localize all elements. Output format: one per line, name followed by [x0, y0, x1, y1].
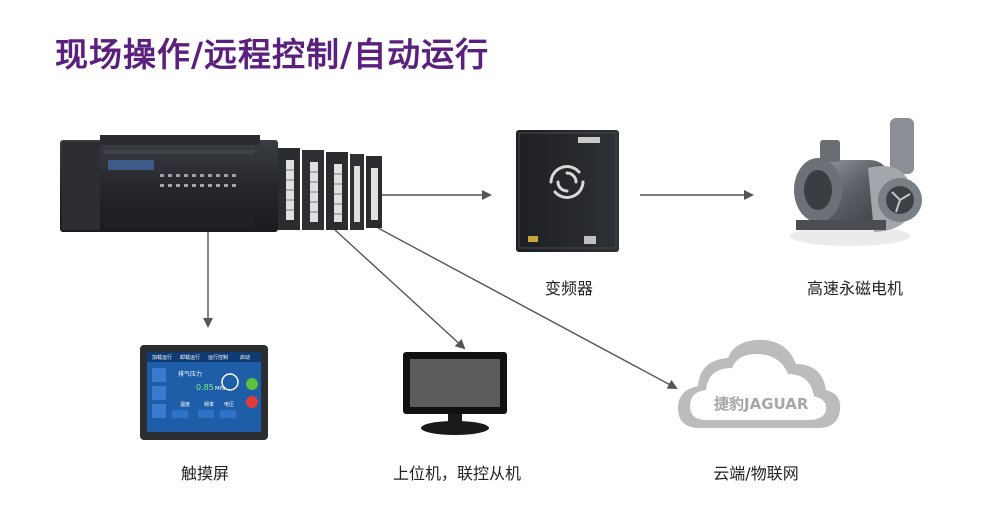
hmi-tab-1: 卸载运行: [180, 354, 200, 361]
inverter-device: [516, 130, 619, 252]
cloud-label: 云端/物联网: [713, 464, 799, 483]
hmi-cell-0: 温度: [180, 401, 190, 408]
touchscreen-device: 加载运行 卸载运行 运行控制 启动 排气压力 0.85 MPa 温度 频率 电压: [140, 345, 268, 440]
hmi-tab-0: 加载运行: [152, 354, 172, 361]
hmi-cell-1: 频率: [204, 401, 214, 408]
hmi-main-unit: MPa: [215, 386, 225, 392]
motor-device: [790, 118, 922, 246]
plc-device: [60, 135, 382, 232]
host-label: 上位机，联控从机: [392, 464, 521, 483]
arrow-plc-to-host: [334, 229, 466, 350]
hmi-main-label: 排气压力: [178, 370, 202, 378]
page-title: 现场操作/远程控制/自动运行: [55, 35, 490, 74]
arrow-plc-to-cloud: [377, 227, 678, 389]
hmi-cell-2: 电压: [224, 401, 234, 408]
touchscreen-label: 触摸屏: [180, 464, 229, 483]
hmi-main-value: 0.85: [196, 383, 214, 392]
cloud-icon: 捷豹JAGUAR: [678, 339, 841, 428]
swirl-logo-icon: [549, 165, 585, 199]
connections: [203, 190, 754, 389]
hmi-tab-3: 启动: [240, 354, 250, 361]
hmi-tab-2: 运行控制: [208, 354, 228, 361]
cloud-logo-text: 捷豹JAGUAR: [714, 395, 809, 413]
inverter-label: 变频器: [544, 279, 593, 298]
motor-label: 高速永磁电机: [806, 279, 903, 298]
host-monitor-device: [403, 352, 507, 435]
